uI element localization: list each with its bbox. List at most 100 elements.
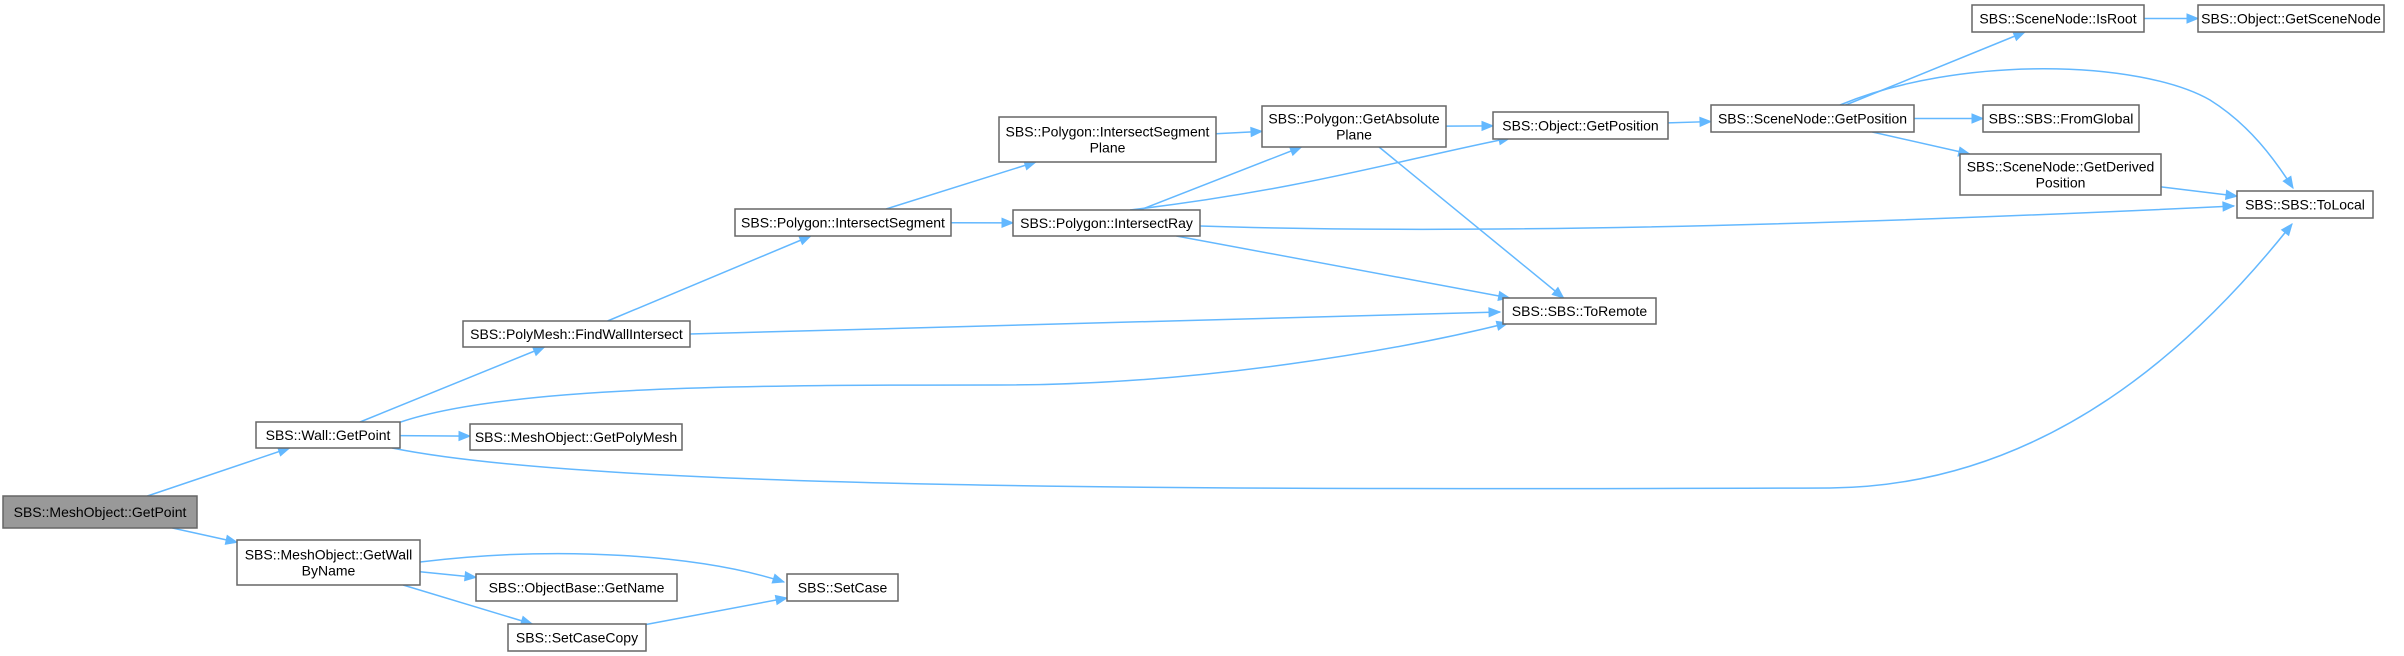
- node-intersectray-label-0: SBS::Polygon::IntersectRay: [1020, 215, 1193, 231]
- call-graph-edges: [147, 13, 2294, 626]
- node-setcase-box: [786, 573, 899, 602]
- edge-root-to-getwallbyname-arrowhead: [224, 534, 239, 545]
- node-isroot-label-0: SBS::SceneNode::IsRoot: [1979, 11, 2136, 27]
- node-findwallintersect-box: [462, 320, 691, 348]
- edge-intersectsegmentplane-to-getabsoluteplane-arrowhead: [1250, 126, 1264, 138]
- node-scenenode-getposition-box: [1710, 104, 1915, 133]
- node-getscenenode[interactable]: SBS::Object::GetSceneNode: [2197, 4, 2385, 33]
- node-getabsoluteplane-label-1: Plane: [1336, 127, 1372, 143]
- edge-intersectray-to-toremote: [1176, 235, 1510, 299]
- node-getderivedposition-box: [1959, 153, 2162, 196]
- node-tolocal-box: [2236, 190, 2374, 219]
- node-getposition-box: [1492, 111, 1669, 140]
- edge-getderivedposition-to-tolocal-arrowhead: [2224, 189, 2239, 200]
- edge-getabsoluteplane-to-toremote-arrowhead: [1551, 286, 1565, 299]
- node-setcasecopy-label-0: SBS::SetCaseCopy: [516, 630, 638, 646]
- node-getname-label-0: SBS::ObjectBase::GetName: [489, 580, 665, 596]
- edge-intersectray-to-tolocal-arrowhead: [2222, 201, 2236, 212]
- node-getpolymesh-box: [469, 423, 683, 451]
- node-intersectsegmentplane-label-1: Plane: [1090, 140, 1126, 156]
- node-intersectray-box: [1012, 209, 1201, 237]
- node-fromglobal-label-0: SBS::SBS::FromGlobal: [1989, 111, 2134, 127]
- edge-getwallbyname-to-setcasecopy: [402, 584, 533, 625]
- edge-getwallbyname-to-getname-arrowhead: [464, 570, 478, 582]
- node-getderivedposition-label-0: SBS::SceneNode::GetDerived: [1967, 159, 2155, 175]
- node-intersectsegment[interactable]: SBS::Polygon::IntersectSegment: [734, 208, 952, 237]
- edge-findwallintersect-to-intersectsegment-arrowhead: [798, 235, 812, 246]
- edge-wall_getpoint-to-getpolymesh-arrowhead: [458, 430, 472, 442]
- edge-wall_getpoint-to-getpolymesh: [399, 434, 471, 437]
- edge-scenenode_getposition-to-fromglobal-arrowhead: [1971, 113, 1985, 124]
- node-getwallbyname-label-1: ByName: [302, 563, 356, 579]
- edge-getderivedposition-to-tolocal: [2160, 186, 2238, 197]
- edge-wall_getpoint-to-tolocal: [391, 223, 2293, 490]
- node-wall-getpoint[interactable]: SBS::Wall::GetPoint: [255, 421, 401, 449]
- node-intersectsegment-box: [734, 208, 952, 237]
- node-isroot-box: [1971, 4, 2145, 33]
- node-tolocal[interactable]: SBS::SBS::ToLocal: [2236, 190, 2374, 219]
- edge-getabsoluteplane-to-getposition-arrowhead: [1481, 120, 1495, 132]
- edge-intersectray-to-getabsoluteplane: [1139, 146, 1302, 211]
- node-intersectsegmentplane-label-0: SBS::Polygon::IntersectSegment: [1006, 124, 1210, 140]
- node-toremote-box: [1502, 297, 1657, 325]
- node-getname-box: [475, 573, 678, 602]
- node-isroot[interactable]: SBS::SceneNode::IsRoot: [1971, 4, 2145, 33]
- node-getposition[interactable]: SBS::Object::GetPosition: [1492, 111, 1669, 140]
- edge-intersectray-to-getposition: [1129, 137, 1511, 211]
- node-setcase[interactable]: SBS::SetCase: [786, 573, 899, 602]
- edge-intersectsegment-to-intersectray-arrowhead: [1001, 217, 1015, 229]
- node-getabsoluteplane-box: [1261, 105, 1447, 148]
- edge-isroot-to-getscenenode-arrowhead: [2186, 13, 2200, 24]
- node-getpolymesh-label-0: SBS::MeshObject::GetPolyMesh: [475, 429, 677, 445]
- node-wall-getpoint-box: [255, 421, 401, 449]
- node-toremote-label-0: SBS::SBS::ToRemote: [1512, 303, 1648, 319]
- node-intersectsegmentplane-box: [998, 116, 1217, 163]
- node-getabsoluteplane-label-0: SBS::Polygon::GetAbsolute: [1268, 111, 1439, 127]
- edge-scenenode_getposition-to-isroot-arrowhead: [2012, 31, 2027, 42]
- node-root-box: [2, 495, 198, 529]
- node-toremote[interactable]: SBS::SBS::ToRemote: [1502, 297, 1657, 325]
- edge-wall_getpoint-to-tolocal-arrowhead: [2280, 222, 2293, 237]
- node-getscenenode-box: [2197, 4, 2385, 33]
- node-setcasecopy-box: [507, 623, 647, 652]
- edge-wall_getpoint-to-findwallintersect-arrowhead: [531, 346, 546, 357]
- node-wall-getpoint-label-0: SBS::Wall::GetPoint: [266, 427, 391, 443]
- edge-findwallintersect-to-toremote: [689, 311, 1501, 335]
- node-getposition-label-0: SBS::Object::GetPosition: [1502, 118, 1658, 134]
- node-setcasecopy[interactable]: SBS::SetCaseCopy: [507, 623, 647, 652]
- node-intersectray[interactable]: SBS::Polygon::IntersectRay: [1012, 209, 1201, 237]
- edge-intersectray-to-getabsoluteplane-arrowhead: [1288, 146, 1303, 157]
- edge-getwallbyname-to-setcase: [419, 552, 785, 583]
- node-root[interactable]: SBS::MeshObject::GetPoint: [2, 495, 198, 529]
- edge-intersectray-to-tolocal: [1199, 205, 2235, 231]
- node-fromglobal[interactable]: SBS::SBS::FromGlobal: [1982, 104, 2140, 133]
- edge-scenenode_getposition-to-getderivedposition: [1872, 131, 1970, 155]
- node-getname[interactable]: SBS::ObjectBase::GetName: [475, 573, 678, 602]
- call-graph-nodes: SBS::MeshObject::GetPoint SBS::Wall::GetP…: [2, 4, 2385, 652]
- node-findwallintersect[interactable]: SBS::PolyMesh::FindWallIntersect: [462, 320, 691, 348]
- edge-intersectsegment-to-intersectsegmentplane: [885, 161, 1037, 210]
- node-setcase-label-0: SBS::SetCase: [798, 580, 888, 596]
- node-getderivedposition-label-1: Position: [2036, 175, 2086, 191]
- edge-getposition-to-scenenode_getposition-arrowhead: [1699, 116, 1713, 128]
- edge-scenenode_getposition-to-tolocal-arrowhead: [2282, 175, 2294, 190]
- edge-setcasecopy-to-setcase: [645, 597, 788, 626]
- node-getwallbyname-box: [236, 539, 421, 586]
- edge-setcasecopy-to-setcase-arrowhead: [774, 594, 789, 606]
- edge-wall_getpoint-to-toremote: [394, 322, 1509, 425]
- node-getwallbyname-label-0: SBS::MeshObject::GetWall: [245, 547, 413, 563]
- node-tolocal-label-0: SBS::SBS::ToLocal: [2245, 197, 2365, 213]
- edge-scenenode_getposition-to-isroot: [1845, 31, 2026, 106]
- edge-getwallbyname-to-setcase-arrowhead: [771, 573, 786, 584]
- node-intersectsegment-label-0: SBS::Polygon::IntersectSegment: [741, 215, 945, 231]
- edge-findwallintersect-to-toremote-arrowhead: [1488, 307, 1502, 318]
- node-root-label-0: SBS::MeshObject::GetPoint: [14, 504, 187, 520]
- node-scenenode-getposition[interactable]: SBS::SceneNode::GetPosition: [1710, 104, 1915, 133]
- node-getpolymesh[interactable]: SBS::MeshObject::GetPolyMesh: [469, 423, 683, 451]
- edge-root-to-wall_getpoint: [147, 447, 290, 497]
